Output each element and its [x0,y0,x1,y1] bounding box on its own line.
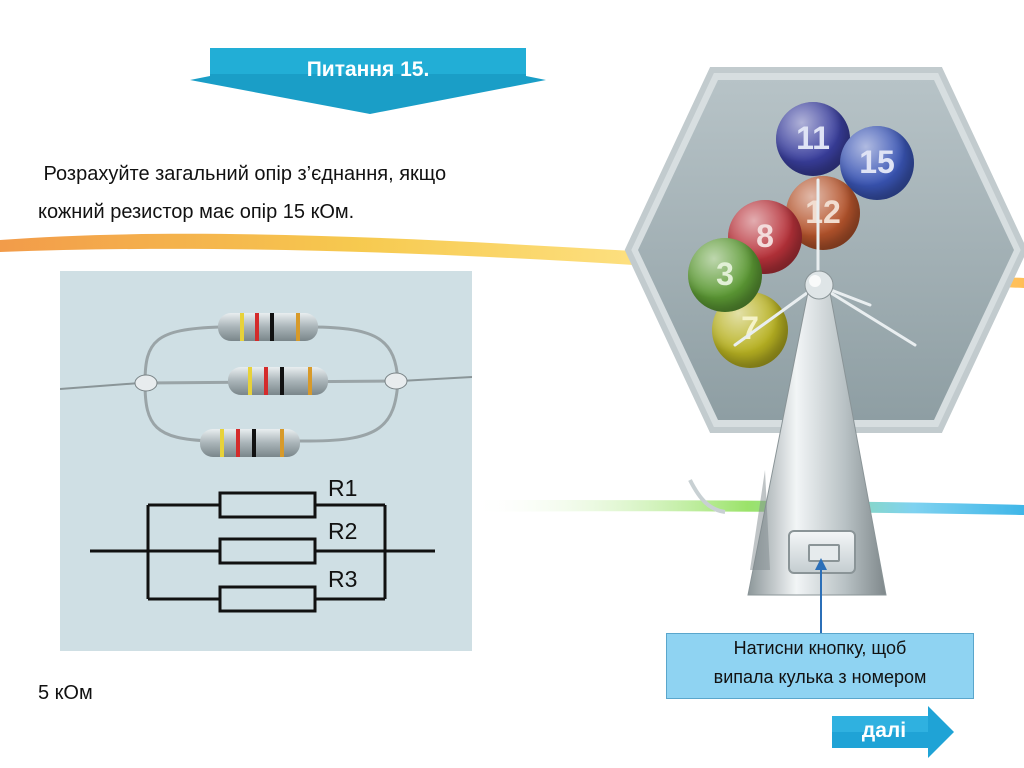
schematic-label-r1: R1 [328,475,357,501]
ball-number: 3 [716,256,734,292]
schematic-label-r3: R3 [328,566,357,592]
question-text: Розрахуйте загальний опір з’єднання, якщ… [38,155,598,231]
ball-number: 12 [805,194,841,230]
circuit-illustration: R1 R2 R3 [59,271,473,651]
slot-icon [808,544,840,562]
answer-text: 5 кОм [38,682,93,704]
circuit-schematic [90,491,435,613]
ball-number: 8 [756,218,774,254]
hint-line-2: випала кулька з номером [713,667,927,687]
ball-3: 3 [688,238,762,312]
ball-15: 15 [840,126,914,200]
hint-box: Натисни кнопку, щоб випала кулька з номе… [666,633,974,699]
ball-11: 11 [776,102,850,176]
ball-12: 12 [786,176,860,250]
hint-arrow [815,558,827,634]
resistor-photo-1 [218,313,318,341]
page-title: Питання 15. [306,58,430,81]
next-button[interactable]: далі [832,706,954,758]
title-banner: Питання 15. [190,44,546,116]
ball-number: 15 [859,144,895,180]
ball-number: 11 [796,120,830,156]
next-button-label: далі [861,719,907,742]
question-line-2: кожний резистор має опір 15 кОм. [38,201,355,223]
schematic-label-r2: R2 [328,518,357,544]
lottery-machine: 11 15 12 8 7 3 [600,60,1024,620]
question-line-1: Розрахуйте загальний опір з’єднання, якщ… [38,163,447,185]
hint-line-1: Натисни кнопку, щоб [733,638,907,658]
resistor-photo-3 [200,429,300,457]
resistor-photo-2 [228,367,328,395]
